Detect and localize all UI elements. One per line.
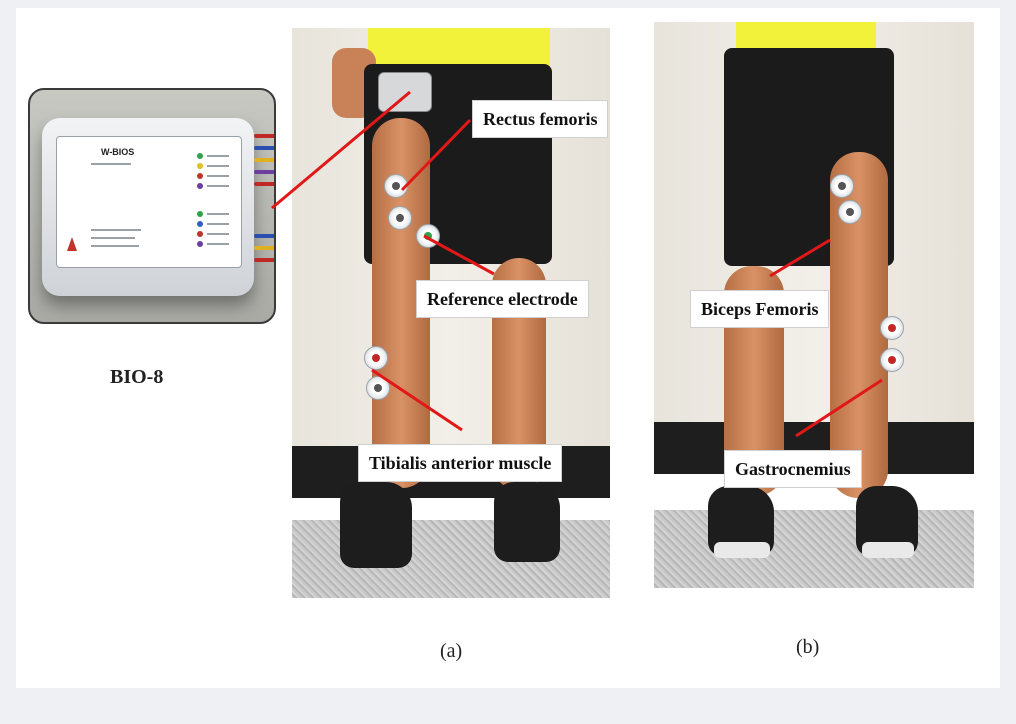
cable: [254, 170, 274, 174]
label-reference-electrode: Reference electrode: [416, 280, 589, 318]
label-rectus-femoris: Rectus femoris: [472, 100, 609, 138]
channel-led-icon: [197, 163, 203, 169]
shoe-left: [340, 482, 412, 568]
cable: [254, 134, 274, 138]
cable: [254, 234, 274, 238]
floor: [654, 510, 974, 588]
label-tibialis-anterior: Tibialis anterior muscle: [358, 444, 563, 482]
cable: [254, 246, 274, 250]
electrode-gastrocnemius: [880, 316, 904, 340]
channel-led-icon: [197, 183, 203, 189]
channel-text-line: [207, 175, 229, 177]
channel-text-line: [207, 185, 229, 187]
electrode-rectus-femoris: [384, 174, 408, 198]
device-label: BIO-8: [110, 366, 164, 388]
sole-right: [862, 542, 914, 558]
device-text-line: [91, 245, 139, 247]
cable: [254, 158, 274, 162]
cable: [254, 146, 274, 150]
caption-a: (a): [440, 640, 463, 662]
electrode-cables: [254, 124, 274, 284]
device-body: W-BIOS: [42, 118, 254, 296]
shoe-right: [494, 482, 560, 562]
shirt: [736, 22, 876, 52]
channel-led-icon: [197, 231, 203, 237]
device-text-line: [91, 229, 141, 231]
cable: [254, 258, 274, 262]
channel-text-line: [207, 243, 229, 245]
channel-text-line: [207, 233, 229, 235]
channel-led-icon: [197, 241, 203, 247]
device-text-line: [91, 237, 135, 239]
bio8-device-image: W-BIOS: [28, 88, 276, 324]
worn-device: [378, 72, 432, 112]
electrode-rectus-femoris: [388, 206, 412, 230]
channel-text-line: [207, 223, 229, 225]
label-gastrocnemius: Gastrocnemius: [724, 450, 862, 488]
channel-text-line: [207, 213, 229, 215]
electrode-reference: [416, 224, 440, 248]
electrode-biceps-femoris: [838, 200, 862, 224]
electrode-gastrocnemius: [880, 348, 904, 372]
channel-led-icon: [197, 211, 203, 217]
channel-led-icon: [197, 153, 203, 159]
channel-text-line: [207, 155, 229, 157]
label-biceps-femoris: Biceps Femoris: [690, 290, 830, 328]
channel-text-line: [207, 165, 229, 167]
device-face: W-BIOS: [56, 136, 242, 268]
shirt: [368, 28, 550, 68]
electrode-tibialis-anterior: [364, 346, 388, 370]
device-brand-text: W-BIOS: [101, 147, 135, 157]
channel-led-icon: [197, 173, 203, 179]
caption-b: (b): [796, 636, 820, 658]
device-subtitle-line: [91, 163, 131, 165]
sole-left: [714, 542, 770, 558]
electrode-tibialis-anterior: [366, 376, 390, 400]
electrode-biceps-femoris: [830, 174, 854, 198]
cable: [254, 182, 274, 186]
channel-led-icon: [197, 221, 203, 227]
brand-logo-icon: [67, 237, 77, 251]
